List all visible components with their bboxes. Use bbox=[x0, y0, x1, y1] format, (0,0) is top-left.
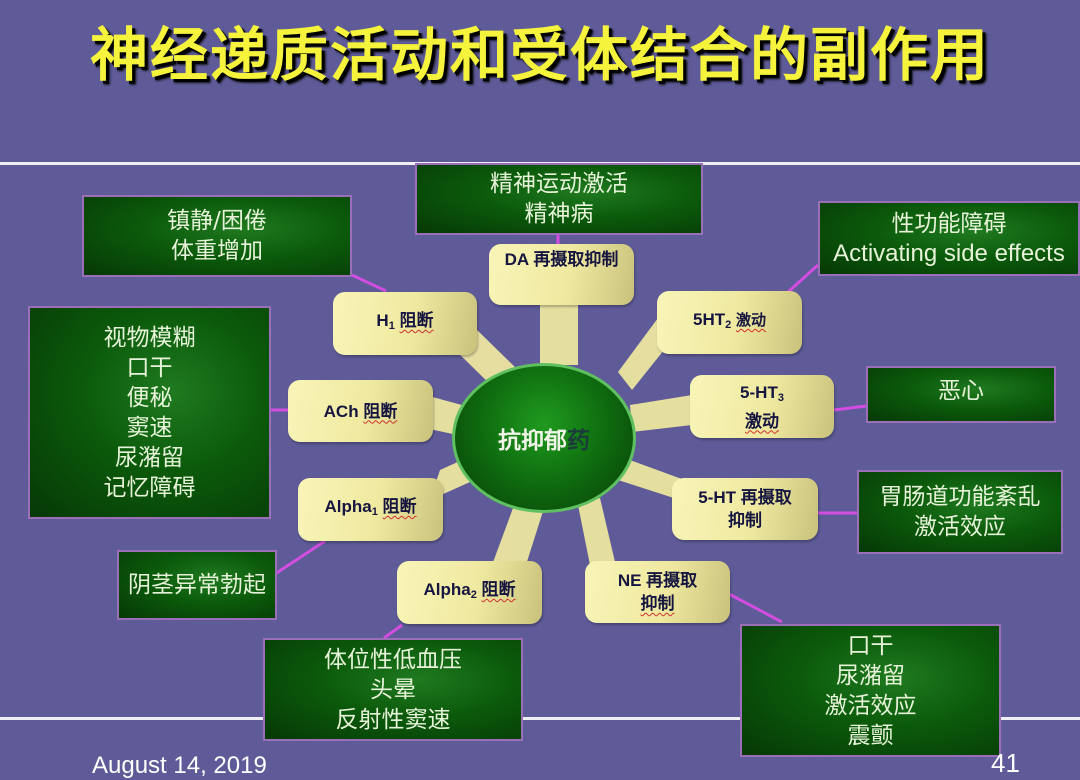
receptor-subscript: 1 bbox=[388, 320, 395, 332]
effect-text: 精神病 bbox=[524, 201, 594, 227]
receptor-action: 阻断 bbox=[382, 497, 417, 516]
effect-text: 激活效应 bbox=[824, 692, 917, 719]
effect-box-5ht2: 性功能障碍 Activating side effects bbox=[818, 201, 1080, 276]
receptor-alpha1: Alpha1 阻断 bbox=[298, 478, 443, 541]
receptor-ach: ACh 阻断 bbox=[288, 380, 433, 442]
effect-text: 口干 bbox=[847, 632, 894, 659]
receptor-action: 阻断 bbox=[481, 580, 516, 599]
effect-box-h1: 镇静/困倦 体重增加 bbox=[82, 195, 352, 277]
hub-label-tail: 药 bbox=[567, 428, 590, 454]
receptor-name: Alpha bbox=[324, 497, 372, 516]
effect-text: 镇静/困倦 bbox=[167, 208, 267, 234]
receptor-name: ACh bbox=[323, 401, 359, 421]
effect-box-da: 精神运动激活 精神病 bbox=[415, 163, 703, 235]
effect-text: 体位性低血压 bbox=[324, 646, 462, 673]
receptor-alpha2: Alpha2 阻断 bbox=[397, 561, 542, 624]
divider-line-bottom bbox=[0, 717, 1080, 720]
slide-date: August 14, 2019 bbox=[92, 752, 267, 779]
effect-text: 口干 bbox=[126, 354, 173, 381]
effect-text: 胃肠道功能紊乱 bbox=[879, 484, 1041, 510]
receptor-da: DA 再摄取抑制 bbox=[489, 244, 634, 305]
effect-text: 激活效应 bbox=[914, 514, 1006, 540]
antidepressant-hub: 抗抑郁药 bbox=[452, 363, 636, 513]
effect-text: 恶心 bbox=[938, 378, 984, 404]
effect-text: Activating side effects bbox=[833, 239, 1065, 267]
effect-text: 视物模糊 bbox=[103, 324, 196, 351]
receptor-action: 抑制 bbox=[728, 511, 762, 530]
effect-text: 尿潴留 bbox=[836, 662, 905, 689]
connector-lines bbox=[270, 235, 867, 640]
receptor-5ht3: 5-HT3 激动 bbox=[690, 375, 834, 438]
receptor-action: 再摄取 bbox=[646, 571, 698, 590]
receptor-name: NE bbox=[617, 571, 642, 590]
receptor-name: H bbox=[376, 311, 389, 330]
effect-text: 阴茎异常勃起 bbox=[128, 572, 266, 598]
receptor-subscript: 1 bbox=[371, 506, 378, 518]
receptor-name: 5-HT bbox=[698, 488, 737, 507]
effect-text: 体重增加 bbox=[171, 238, 263, 264]
receptor-name: 5-HT bbox=[740, 382, 778, 402]
effect-text: 反射性窦速 bbox=[335, 706, 451, 733]
receptor-action: 再摄取 bbox=[740, 488, 792, 507]
effect-text: 记忆障碍 bbox=[103, 474, 196, 501]
effect-box-ne-reuptake: 口干 尿潴留 激活效应 震颤 bbox=[740, 624, 1001, 757]
effect-text: 尿潴留 bbox=[115, 444, 184, 471]
receptor-action: 阻断 bbox=[399, 311, 434, 330]
effect-text: 窦速 bbox=[126, 414, 173, 441]
effect-box-alpha1: 阴茎异常勃起 bbox=[117, 550, 277, 620]
effect-text: 精神运动激活 bbox=[490, 171, 628, 197]
effect-box-alpha2: 体位性低血压 头晕 反射性窦速 bbox=[263, 638, 523, 741]
receptor-action: 阻断 bbox=[363, 401, 398, 421]
effect-box-5ht-reuptake: 胃肠道功能紊乱 激活效应 bbox=[857, 470, 1063, 554]
hub-label: 抗抑郁 bbox=[498, 428, 567, 454]
receptor-action: 激动 bbox=[735, 312, 766, 329]
slide-title: 神经递质活动和受体结合的副作用 bbox=[89, 21, 990, 89]
receptor-subscript: 3 bbox=[777, 391, 784, 404]
effect-box-5ht3: 恶心 bbox=[866, 366, 1056, 423]
receptor-action: 抑制 bbox=[640, 594, 675, 613]
effect-text: 便秘 bbox=[126, 384, 173, 411]
receptor-h1: H1 阻断 bbox=[333, 292, 477, 355]
receptor-5ht-reuptake: 5-HT 再摄取 抑制 bbox=[672, 478, 818, 540]
effect-text: 头晕 bbox=[370, 676, 416, 703]
receptor-name: 5HT bbox=[693, 310, 726, 329]
effect-text: 性功能障碍 bbox=[891, 210, 1007, 237]
receptor-subscript: 2 bbox=[470, 589, 477, 601]
receptor-5ht2: 5HT2 激动 bbox=[657, 291, 802, 354]
effect-box-ach: 视物模糊 口干 便秘 窦速 尿潴留 记忆障碍 bbox=[28, 306, 271, 519]
receptor-subscript: 2 bbox=[725, 319, 732, 331]
receptor-name: Alpha bbox=[423, 580, 471, 599]
effect-text: 震颤 bbox=[847, 722, 894, 749]
receptor-ne-reuptake: NE 再摄取 抑制 bbox=[585, 561, 730, 623]
receptor-action: 激动 bbox=[745, 411, 779, 431]
slide-page-number: 41 bbox=[991, 748, 1020, 778]
receptor-action: 再摄取抑制 bbox=[533, 250, 619, 269]
receptor-name: DA bbox=[504, 250, 529, 269]
